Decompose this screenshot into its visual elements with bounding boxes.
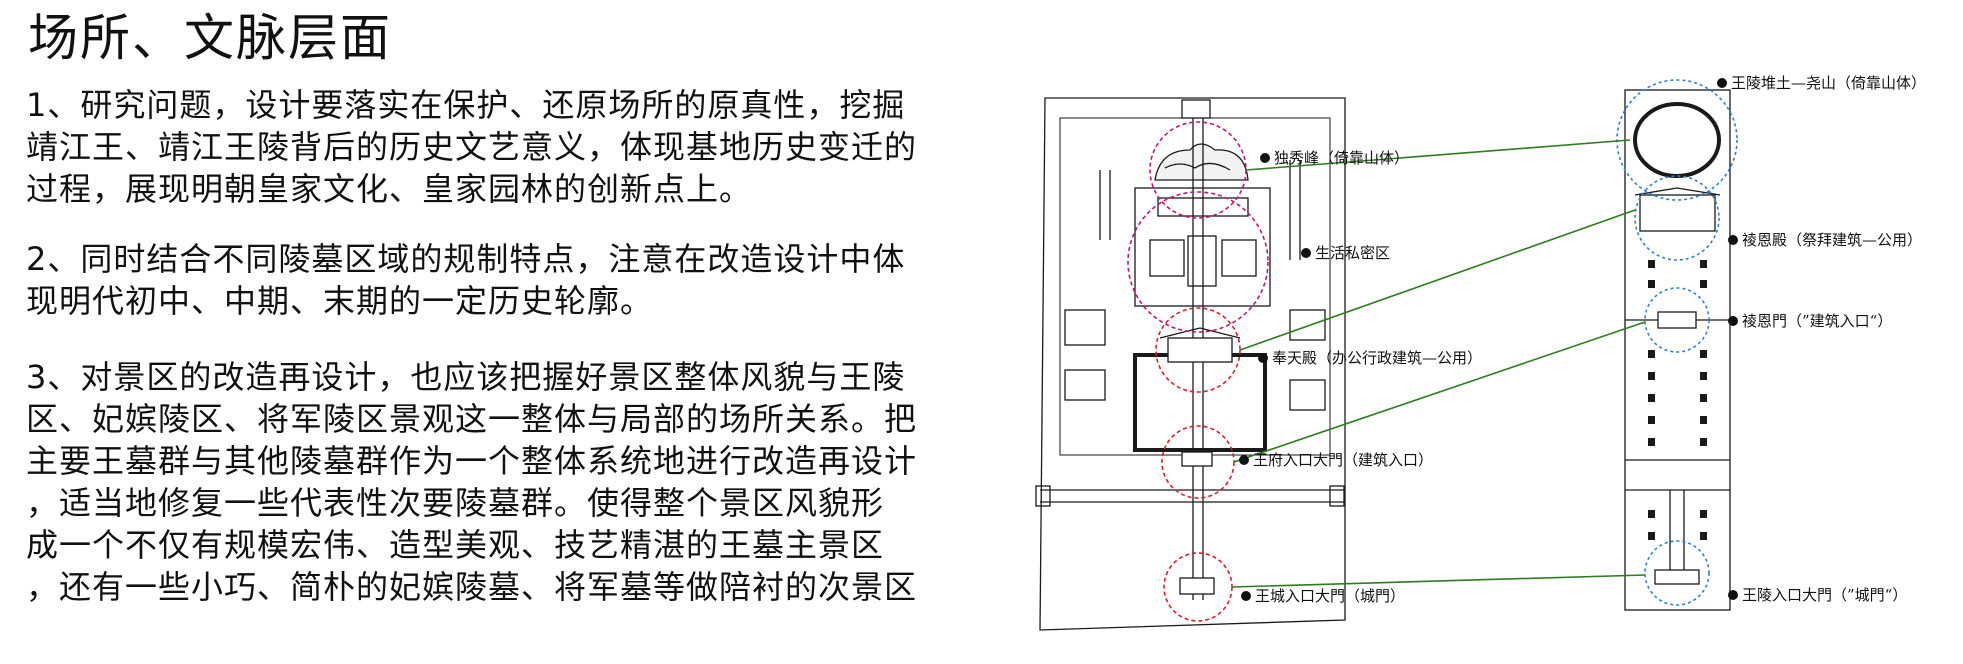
highlight-circle-wangling (1616, 79, 1738, 201)
paragraph-line: 靖江王、靖江王陵背后的历史文艺意义，体现基地历史变迁的 (26, 128, 918, 166)
fengtian-roof (1159, 327, 1241, 339)
horizontal-road (1040, 489, 1345, 503)
cross-wall (1625, 459, 1730, 491)
wangfu-gatehouse (1181, 451, 1213, 467)
building (1064, 309, 1106, 346)
building (1289, 379, 1326, 411)
plan-outline (1039, 97, 1346, 631)
link-line (1233, 321, 1646, 463)
corridor (1289, 160, 1301, 260)
link-line (1239, 209, 1636, 351)
spirit-way (1669, 490, 1685, 580)
link-line (1231, 574, 1646, 588)
highlight-circle-lingmen (1644, 540, 1710, 606)
building (1187, 235, 1217, 287)
label-wangling: 王陵堆土—尧山（倚靠山体） (1731, 74, 1926, 92)
top-gatehouse (1181, 99, 1211, 119)
label-wangfu: 王府入口大門（建筑入口） (1253, 451, 1433, 469)
inner-wall (1059, 117, 1331, 456)
label-shenghuo: 生活私密区 (1315, 244, 1390, 262)
paragraph-line: 区、妃嫔陵区、将军陵区景观这一整体与局部的场所关系。把 (26, 400, 918, 438)
corner-tower (1035, 485, 1051, 507)
xiangdian-roof (1634, 187, 1721, 196)
label-xiangmen: 祾恩門（”建筑入口“） (1742, 312, 1892, 330)
lingmen-gatehouse (1654, 569, 1700, 585)
link-line (1245, 139, 1631, 171)
paragraph-3: 3、对景区的改造再设计，也应该把握好景区整体风貌与王陵 区、妃嫔陵区、将军陵区景… (26, 356, 917, 608)
correspondence-lines (1231, 139, 1646, 588)
paragraph-line: 成一个不仅有规模宏伟、造型美观、技艺精湛的王墓主景区 (26, 526, 885, 564)
wangfu-plan (1035, 97, 1346, 631)
burial-mound (1633, 102, 1721, 178)
label-fengtian: 奉天殿（办公行政建筑—公用） (1272, 349, 1482, 367)
mausoleum-boundary (1624, 89, 1731, 611)
fengtian-hall (1167, 337, 1233, 363)
left-highlight-circles (1127, 121, 1269, 622)
page-title: 场所、文脉层面 (28, 9, 392, 67)
paragraph-line: 1、研究问题，设计要落实在保护、还原场所的原真性，挖掘 (26, 86, 906, 124)
paragraph-line: 过程，展现明朝皇家文化、皇家园林的创新点上。 (26, 170, 753, 208)
paragraph-line: ，还有一些小巧、简朴的妃嫔陵墓、将军墓等做陪衬的次景区 (26, 568, 918, 606)
wangcheng-gatehouse (1179, 577, 1215, 595)
mountain-contour (1164, 162, 1231, 171)
corner-tower (1329, 485, 1345, 507)
paragraph-line: 3、对景区的改造再设计，也应该把握好景区整体风貌与王陵 (26, 358, 906, 396)
wangling-plan (1624, 89, 1731, 611)
paragraph-line: 2、同时结合不同陵墓区域的规制特点，注意在改造设计中体 (26, 240, 906, 278)
paragraph-line: 主要王墓群与其他陵墓群作为一个整体系统地进行改造再设计 (26, 442, 918, 480)
highlight-circle-xiangdian (1634, 175, 1720, 261)
label-duxiufeng: 独秀峰（倚靠山体） (1274, 149, 1409, 167)
label-xiangdian: 祾恩殿（祭拜建筑—公用） (1742, 231, 1922, 249)
building (1064, 369, 1106, 401)
xiangmen-gatehouse (1657, 311, 1697, 329)
xiangdian-hall (1639, 194, 1716, 232)
corridor (1099, 170, 1111, 240)
building (1289, 309, 1326, 341)
paragraph-2: 2、同时结合不同陵墓区域的规制特点，注意在改造设计中体 现明代初中、中期、末期的… (26, 238, 905, 322)
right-highlight-circles (1616, 79, 1738, 606)
paragraph-1: 1、研究问题，设计要落实在保护、还原场所的原真性，挖掘 靖江王、靖江王陵背后的历… (26, 84, 917, 210)
fengtian-courtyard (1133, 353, 1267, 452)
label-wangcheng: 王城入口大門（城門） (1255, 587, 1405, 605)
building (1221, 239, 1257, 277)
label-bullets (1239, 78, 1738, 601)
stone-statues (1648, 260, 1707, 540)
building (1149, 239, 1185, 277)
highlight-circle-xiangmen (1644, 287, 1710, 353)
mountain-icon (1154, 143, 1249, 181)
highlight-circle-private-quarter (1127, 191, 1269, 333)
label-lingmen: 王陵入口大門（”城門“） (1742, 586, 1907, 604)
paragraph-line: ，适当地修复一些代表性次要陵墓群。使得整个景区风貌形 (26, 484, 885, 522)
paragraph-line: 现明代初中、中期、末期的一定历史轮廓。 (26, 282, 654, 320)
